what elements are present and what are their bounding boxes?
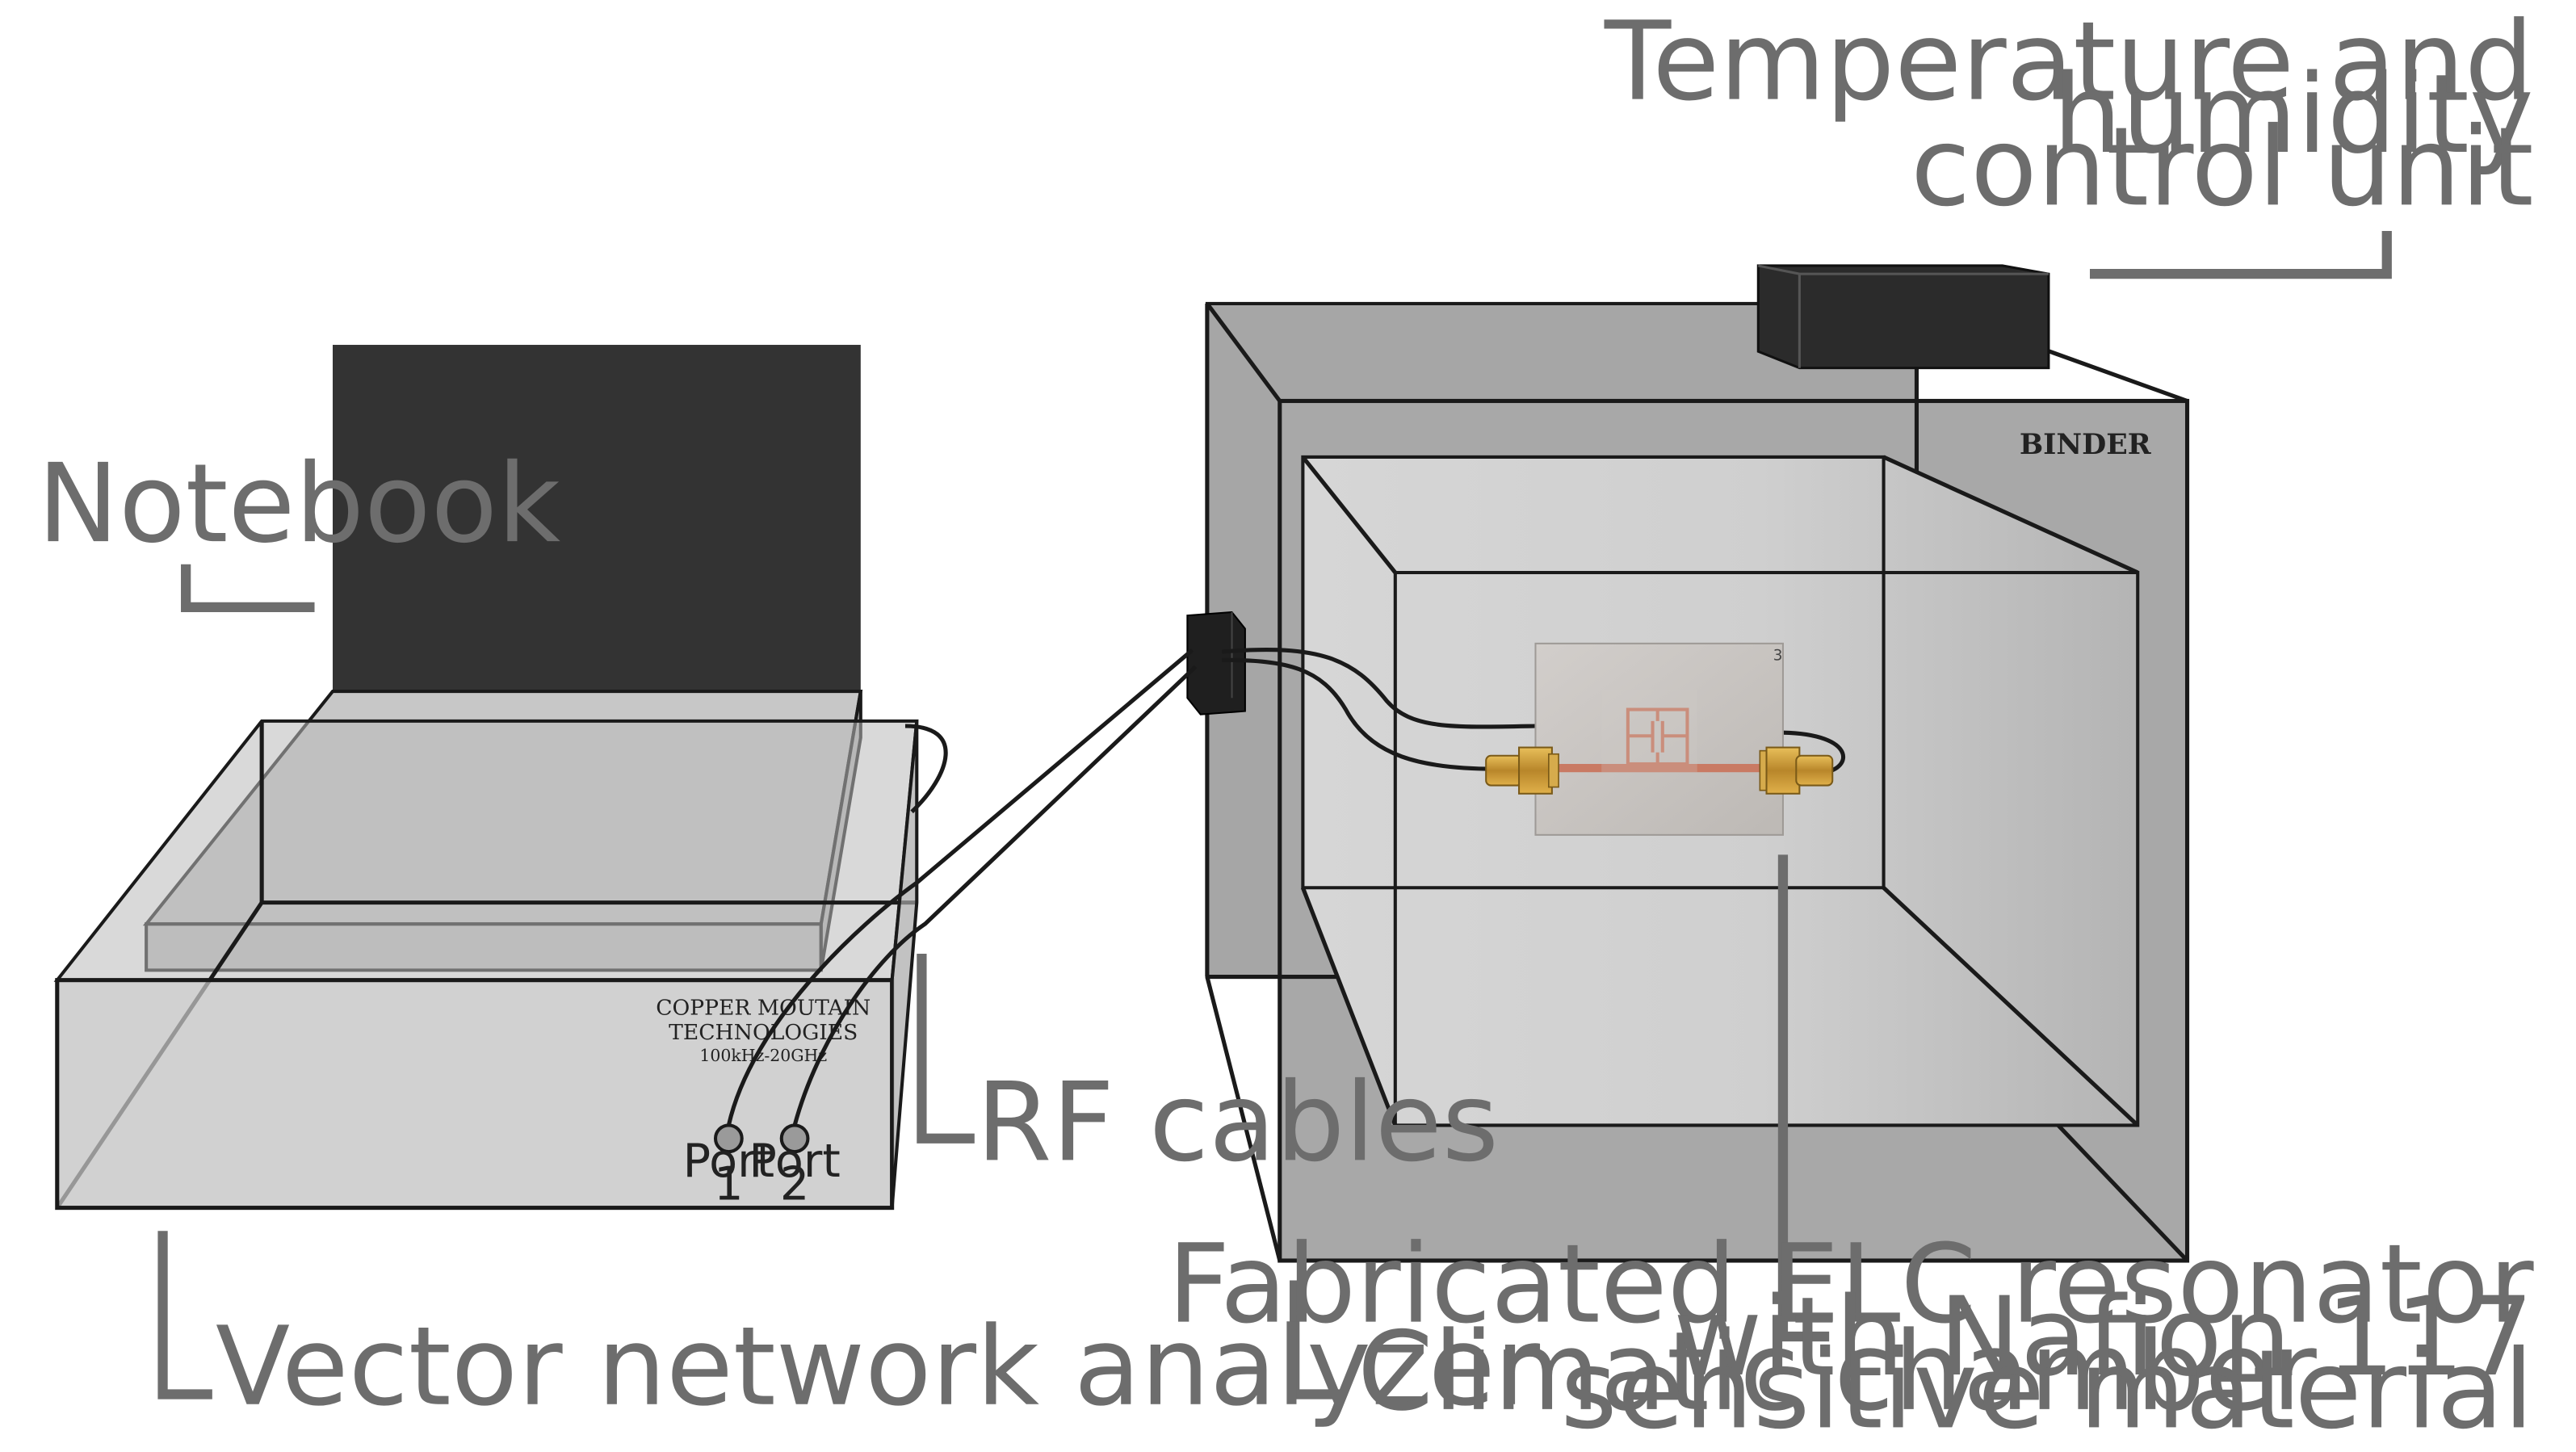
rf-cable-port-2	[792, 665, 1198, 1127]
label-control-unit-line3: control unit	[1911, 103, 2534, 230]
control-unit-box	[1756, 264, 2050, 370]
vna-front-face	[55, 978, 895, 1211]
vna-port-2-number: 2	[780, 1157, 809, 1211]
rf-cables	[726, 647, 1846, 1127]
vna-port-2-word: Port	[749, 1135, 840, 1188]
label-rf-cables: RF cables	[976, 1059, 1499, 1186]
label-resonator-line1: Fabricated ELC resonator	[1168, 1221, 2534, 1348]
sma-connector-left	[1485, 746, 1559, 795]
label-climatic-chamber: Climatic chamber	[1357, 1308, 2318, 1435]
leader-climatic-chamber	[1290, 1280, 1345, 1400]
sma-connector-right	[1759, 746, 1834, 795]
board-marking: 3	[1773, 647, 1783, 664]
leader-resonator	[1777, 854, 1830, 1342]
leader-control-unit	[2089, 231, 2392, 279]
chamber-feedthrough-port	[1186, 611, 1246, 716]
label-control-unit-line1: Temperature and	[1604, 0, 2534, 125]
elc-resonator-pattern	[1626, 707, 1689, 766]
leader-notebook	[181, 564, 315, 613]
leader-lines	[157, 231, 2392, 1400]
label-resonator-line3: sensitive material	[1560, 1326, 2533, 1452]
label-notebook: Notebook	[37, 440, 560, 567]
vna-notebook-cable	[904, 724, 948, 814]
leader-vna	[157, 1231, 212, 1400]
label-resonator-line2: with Nafion 117	[1673, 1274, 2534, 1400]
notebook-screen	[332, 345, 861, 692]
rf-cable-port-1	[726, 648, 1194, 1127]
label-control-unit-line2: humidity	[2053, 51, 2533, 178]
chamber-brand: BINDER	[2020, 428, 2152, 461]
vector-network-analyzer: COPPER MOUTAIN TECHNOLOGIES 100kHz-20GHz…	[53, 719, 948, 1211]
callout-labels: Notebook Vector network analyzer RF cabl…	[37, 0, 2534, 1452]
vna-brand-line1: COPPER MOUTAIN	[656, 996, 871, 1021]
elc-resonator-board: 3	[1485, 642, 1834, 836]
vna-frequency-range: 100kHz-20GHz	[699, 1046, 827, 1065]
resonator-feedline	[1543, 763, 1775, 773]
vna-top-face	[53, 719, 919, 982]
label-vector-network-analyzer: Vector network analyzer	[216, 1303, 1541, 1430]
inner-cable-1	[1222, 647, 1536, 729]
vna-port-1-word: Port	[683, 1135, 774, 1188]
inner-cable-2	[1222, 657, 1496, 771]
vna-port-1-number: 1	[714, 1157, 743, 1211]
leader-rf-cables	[917, 953, 975, 1144]
vna-side-face	[890, 720, 919, 1208]
